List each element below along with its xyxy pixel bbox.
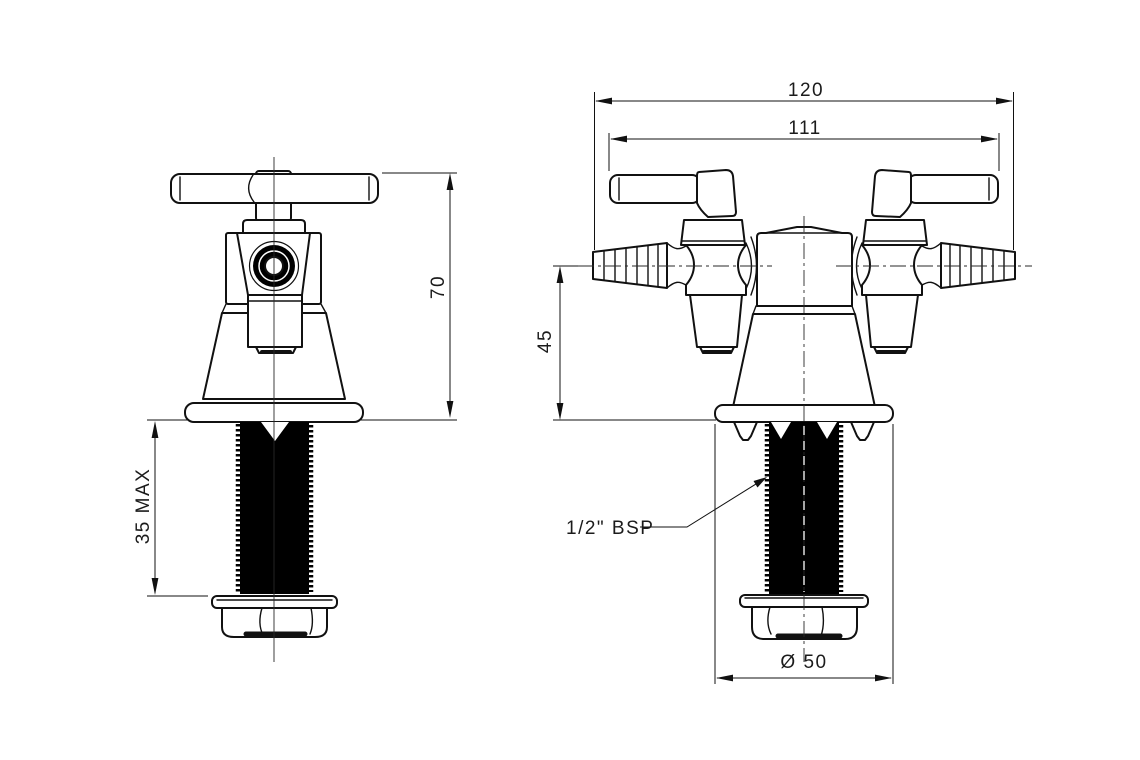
dim-dia50-label: Ø 50: [780, 652, 827, 673]
dimension-111: 111: [608, 118, 1000, 171]
right-bonnet: [862, 219, 928, 246]
side-hex-nut: [751, 606, 858, 640]
left-locating-lug: [733, 421, 758, 441]
washer: [211, 595, 338, 609]
dim-120-label: 120: [788, 80, 824, 101]
dimension-70: 70: [382, 172, 457, 418]
front-view: 70 35 MAX: [133, 157, 457, 662]
dimension-120: 120: [594, 80, 1014, 250]
side-view: 120 111 45 Ø 50: [535, 80, 1032, 684]
left-nozzle: [592, 242, 687, 289]
cross-handle: [170, 173, 379, 204]
left-bonnet: [680, 219, 746, 246]
dim-35max-label: 35 MAX: [133, 468, 154, 545]
right-nozzle: [921, 242, 1016, 289]
handle-end-caps: [179, 176, 370, 201]
right-locating-lug: [850, 421, 875, 441]
thread-spec-callout: 1/2" BSP: [566, 477, 767, 539]
dimension-45: 45: [535, 265, 716, 421]
right-valve-body: [861, 244, 923, 296]
dim-111-label: 111: [788, 118, 821, 139]
left-valve-lower: [689, 294, 743, 348]
right-valve: [850, 169, 999, 354]
left-lever: [609, 174, 701, 204]
thread-spec-label: 1/2" BSP: [566, 518, 654, 539]
right-valve-lower: [865, 294, 919, 348]
threaded-shank: [235, 422, 314, 594]
body-block-lower: [247, 294, 303, 348]
dim-45-label: 45: [535, 329, 556, 353]
left-valve: [609, 169, 758, 354]
casing-step: [221, 303, 327, 314]
center-block: [756, 226, 853, 307]
hex-nut: [221, 607, 328, 638]
left-lever-neck: [696, 169, 737, 218]
thread-relief-notch: [261, 422, 289, 441]
handle-stem-notch: [247, 174, 255, 203]
dimension-dia-50: Ø 50: [714, 424, 894, 684]
right-lever: [907, 174, 999, 204]
dim-70-label: 70: [428, 275, 449, 299]
right-lever-neck: [871, 169, 912, 218]
left-valve-body: [685, 244, 747, 296]
dimension-35-max: 35 MAX: [133, 421, 208, 597]
